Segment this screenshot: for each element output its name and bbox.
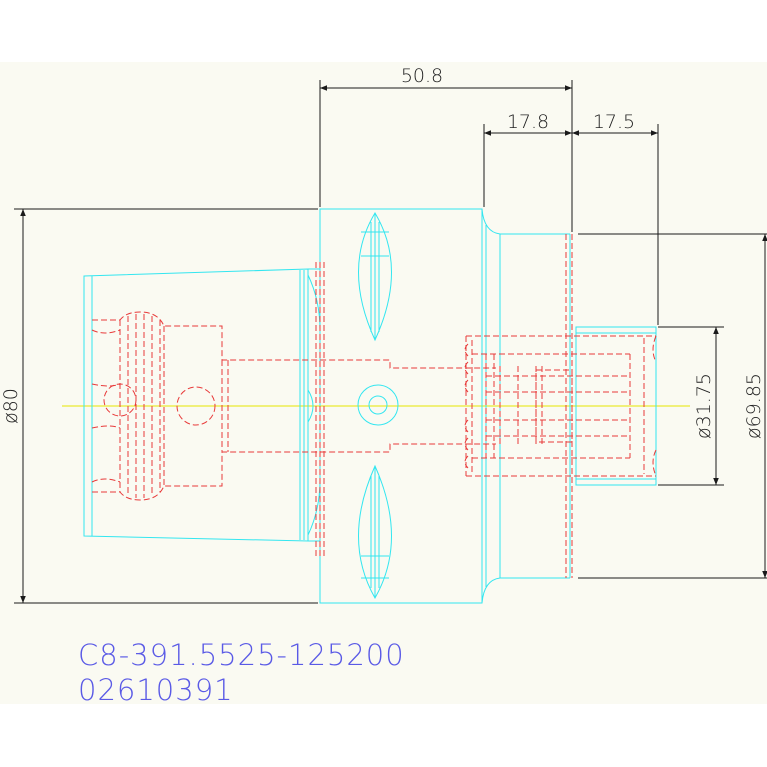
dim-flange-diameter: ø80 [0, 388, 22, 424]
dimension-lines [14, 80, 767, 604]
dim-neck-length: 17.8 [507, 111, 549, 133]
dim-total-length: 50.8 [401, 65, 443, 87]
dim-neck-diameter: ø69.85 [743, 373, 765, 439]
part-code: 02610391 [78, 673, 234, 707]
drawing-sheet [0, 62, 767, 704]
dim-tail-length: 17.5 [593, 111, 635, 133]
hidden-lines [91, 234, 657, 578]
dim-shank-diameter: ø31.75 [693, 373, 715, 439]
part-number: C8-391.5525-125200 [78, 638, 405, 672]
